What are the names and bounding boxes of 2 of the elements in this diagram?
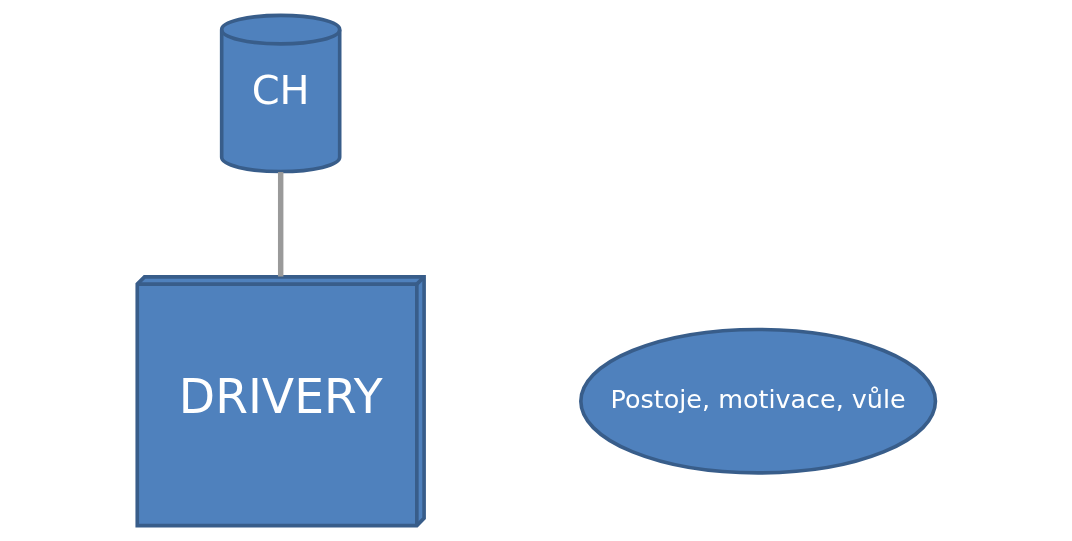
connector xyxy=(277,172,283,277)
node-ellipse: Postoje, motivace, vůle xyxy=(578,327,937,475)
